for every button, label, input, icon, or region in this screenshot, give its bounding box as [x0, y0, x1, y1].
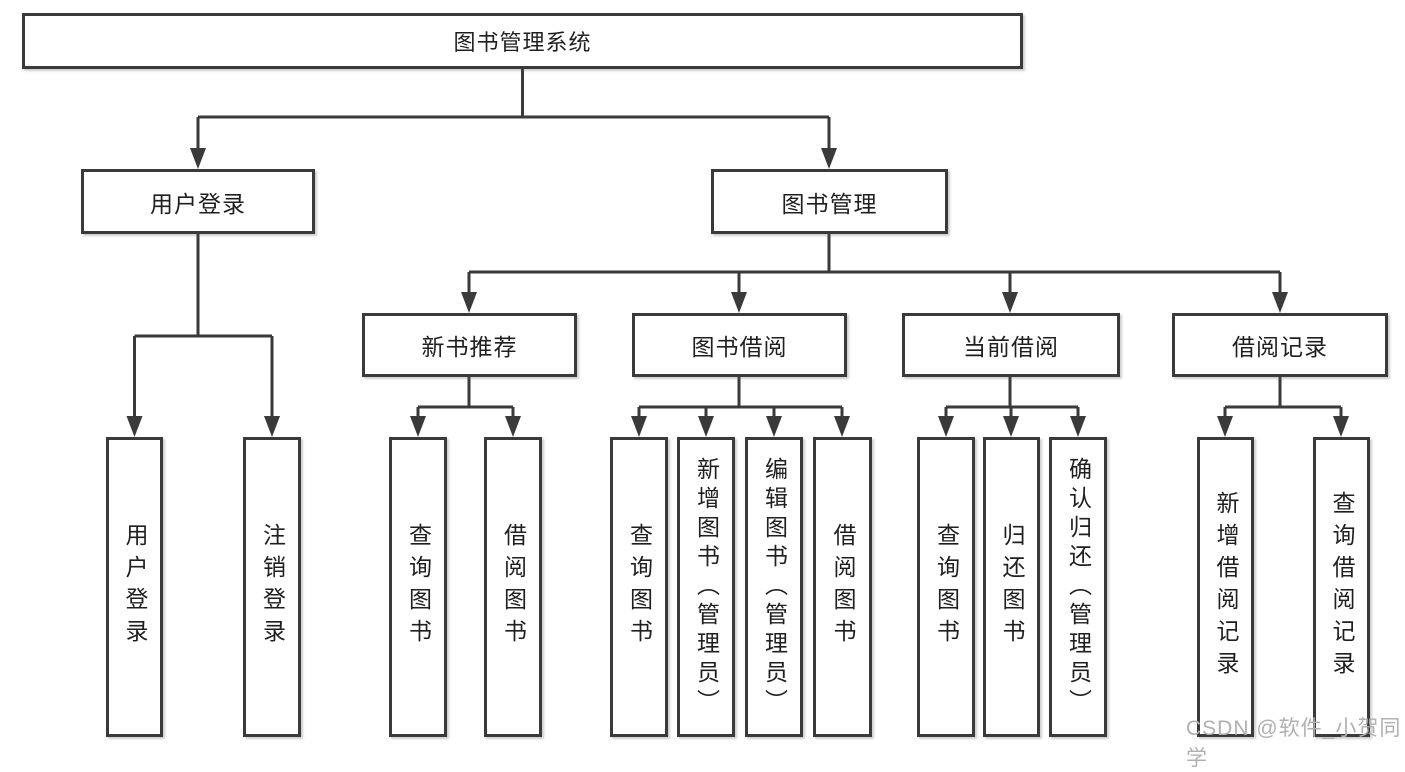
node-label: 查询借阅记录 [1329, 491, 1355, 683]
arrow-down-icon [1002, 292, 1018, 313]
leaf-query-books-borrowing: 查询图书 [610, 437, 668, 737]
connector-borrowing-records-to-leaves [1217, 377, 1349, 437]
leaf-query-borrowing-record: 查询借阅记录 [1313, 437, 1370, 737]
leaf-user-login: 用户登录 [106, 437, 163, 737]
arrow-down-icon [1333, 416, 1349, 437]
node-new-book-recommendation: 新书推荐 [362, 313, 577, 377]
node-label: 图书管理 [781, 190, 878, 217]
arrow-down-icon [821, 148, 837, 169]
node-label: 借阅图书 [830, 523, 856, 651]
leaf-return-books: 归还图书 [983, 437, 1040, 737]
node-label: 确认归还（管理员） [1065, 456, 1092, 718]
arrow-down-icon [1272, 292, 1288, 313]
node-book-borrowing: 图书借阅 [632, 313, 847, 377]
connector-book-borrowing-to-leaves [631, 377, 850, 437]
arrow-down-icon [834, 416, 850, 437]
leaf-borrow-books-recommend: 借阅图书 [484, 437, 542, 737]
node-label: 当前借阅 [963, 334, 1059, 360]
arrow-down-icon [1070, 416, 1086, 437]
leaf-query-books-current: 查询图书 [917, 437, 975, 737]
leaf-borrow-books-borrowing: 借阅图书 [813, 437, 872, 737]
node-library-management-system: 图书管理系统 [22, 13, 1023, 69]
node-label: 查询图书 [405, 523, 432, 651]
node-borrowing-records: 借阅记录 [1172, 313, 1388, 377]
leaf-query-books-recommend: 查询图书 [389, 437, 447, 737]
leaf-confirm-return-admin: 确认归还（管理员） [1049, 437, 1107, 737]
leaf-add-borrowing-record: 新增借阅记录 [1197, 437, 1254, 737]
arrow-down-icon [731, 292, 747, 313]
node-label: 图书借阅 [691, 334, 788, 360]
leaf-edit-books-admin: 编辑图书（管理员） [745, 437, 803, 737]
node-current-borrowing: 当前借阅 [902, 313, 1120, 377]
leaf-add-books-admin: 新增图书（管理员） [677, 437, 735, 737]
arrow-down-icon [1217, 416, 1233, 437]
arrow-down-icon [766, 416, 782, 437]
node-label: 借阅图书 [500, 523, 527, 651]
connector-current-borrowing-to-leaves [938, 377, 1086, 437]
node-label: 借阅记录 [1232, 334, 1328, 360]
node-label: 查询图书 [933, 523, 960, 651]
org-chart: 图书管理系统 用户登录 图书管理 新书推荐 图书借阅 当前借阅 借阅记录 用户登… [22, 13, 1400, 770]
node-label: 新增图书（管理员） [693, 456, 720, 718]
arrow-down-icon [631, 416, 647, 437]
node-label: 归还图书 [999, 523, 1025, 651]
node-user-login: 用户登录 [81, 169, 315, 234]
arrow-down-icon [1003, 416, 1019, 437]
arrow-down-icon [461, 292, 477, 313]
node-label: 新增借阅记录 [1213, 491, 1239, 683]
node-label: 新书推荐 [421, 334, 518, 360]
connector-new-book-recommendation-to-leaves [410, 377, 521, 437]
node-label: 注销登录 [259, 523, 286, 651]
node-label: 查询图书 [626, 523, 653, 651]
arrow-down-icon [698, 416, 714, 437]
connector-root-to-level2 [190, 69, 837, 169]
connector-book-management-to-level3 [461, 234, 1288, 313]
node-book-management: 图书管理 [711, 169, 948, 234]
csdn-watermark: CSDN @软件_小贺同学 [1186, 717, 1402, 770]
connector-user-login-to-leaves [126, 234, 280, 437]
arrow-down-icon [126, 416, 143, 437]
arrow-down-icon [410, 416, 426, 437]
leaf-logout-login: 注销登录 [243, 437, 301, 737]
node-label: 编辑图书（管理员） [761, 456, 788, 718]
arrow-down-icon [264, 416, 280, 437]
connector-lines [126, 69, 1349, 437]
arrow-down-icon [505, 416, 521, 437]
node-label: 用户登录 [150, 190, 246, 217]
node-label: 图书管理系统 [453, 30, 592, 55]
arrow-down-icon [938, 416, 954, 437]
arrow-down-icon [190, 148, 206, 169]
node-label: 用户登录 [122, 523, 148, 651]
